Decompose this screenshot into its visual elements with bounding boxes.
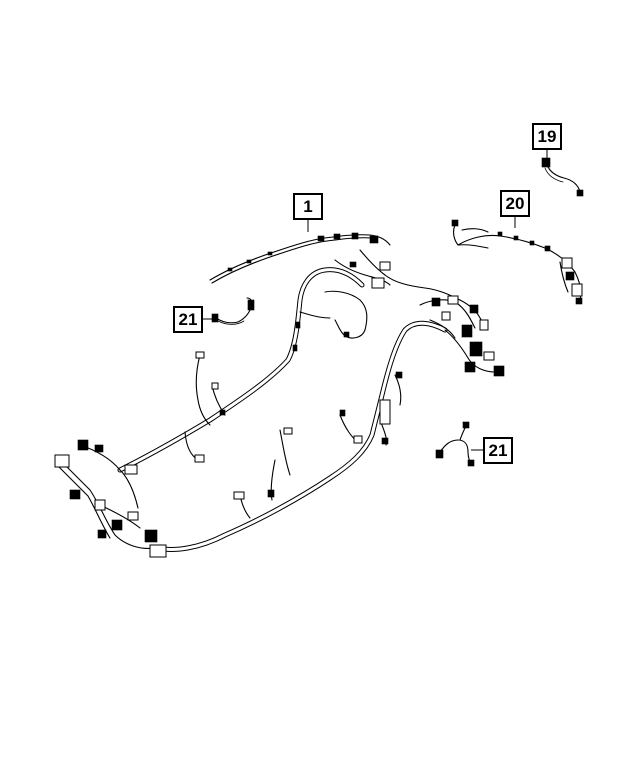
sensor-jumper-21-left	[211, 297, 255, 325]
front-right-connectors	[431, 295, 505, 377]
callout-21-left: 21	[173, 306, 203, 333]
rear-left-connectors	[54, 439, 167, 558]
callout-19: 19	[532, 123, 562, 150]
main-body-harness	[54, 232, 505, 558]
sensor-jumper-21-right	[435, 421, 475, 467]
callout-21-right: 21	[483, 437, 513, 464]
callout-20: 20	[500, 190, 530, 217]
top-connectors	[227, 232, 391, 289]
callout-1: 1	[293, 193, 323, 220]
front-harness-20	[451, 219, 583, 305]
jumper-harness-19	[541, 157, 584, 197]
leader-lines	[203, 150, 548, 451]
front-harness-connectors	[451, 219, 583, 305]
